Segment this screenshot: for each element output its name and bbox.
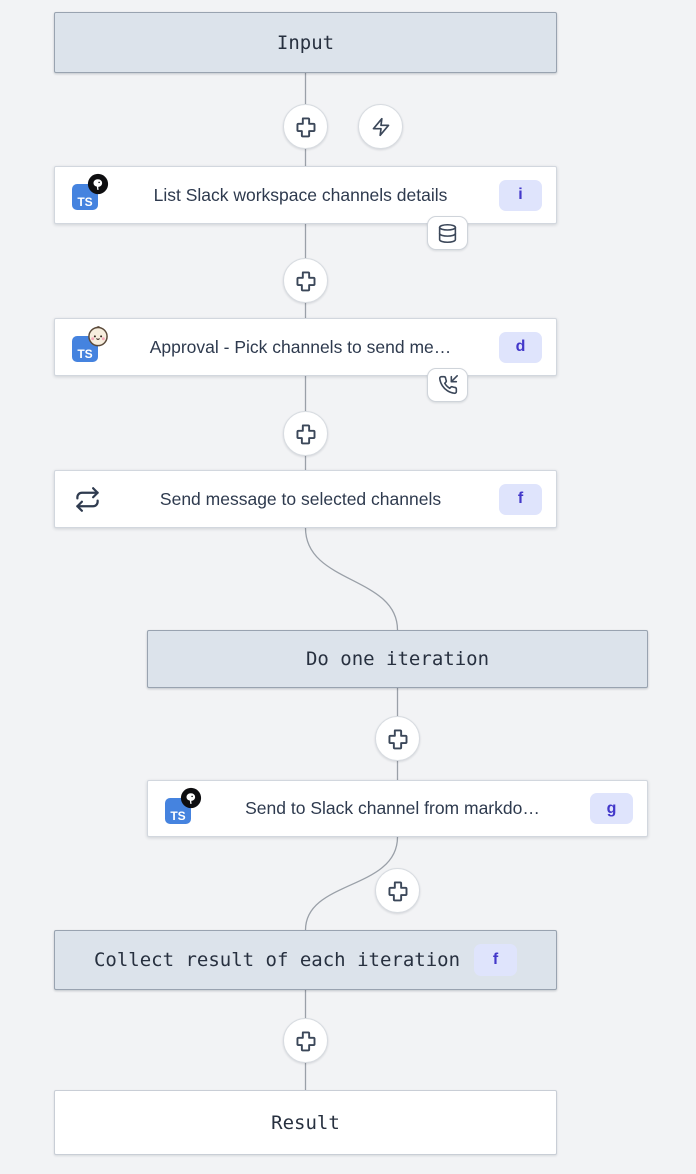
zap-icon (371, 117, 391, 137)
collect-result-box[interactable]: Collect result of each iteration f (54, 930, 557, 990)
repeat-icon (74, 486, 101, 513)
deno-runtime-icon (180, 787, 202, 809)
result-node[interactable]: Result (54, 1090, 557, 1155)
input-label: Input (276, 31, 335, 54)
suspend-approval-button[interactable] (427, 368, 468, 402)
step-id-badge: g (590, 793, 633, 824)
trigger-button[interactable] (358, 104, 403, 149)
plus-icon (386, 727, 409, 750)
collect-result-label: Collect result of each iteration (93, 949, 461, 971)
step-id-badge: f (499, 483, 542, 515)
phone-incoming-icon (438, 375, 458, 395)
step-node-send-to-slack-channel[interactable]: TS Send to Slack channel from markdo… g (147, 780, 648, 837)
step-label: Send message to selected channels (159, 488, 442, 509)
step-id-badge: f (474, 944, 518, 976)
bun-runtime-icon (87, 325, 109, 347)
database-button[interactable] (427, 216, 468, 250)
step-node-send-message-loop[interactable]: Send message to selected channels f (54, 470, 557, 528)
add-step-button[interactable] (375, 868, 420, 913)
step-node-approval-pick-channels[interactable]: TS Approval - Pick channels to send me… … (54, 318, 557, 376)
database-icon (437, 223, 458, 244)
step-label: List Slack workspace channels details (153, 184, 448, 205)
step-label: Approval - Pick channels to send me… (149, 336, 452, 357)
plus-icon (294, 1029, 317, 1052)
step-id-badge: d (499, 331, 542, 363)
add-step-button[interactable] (283, 411, 328, 456)
plus-icon (294, 269, 317, 292)
step-node-list-slack-channels[interactable]: TS List Slack workspace channels details… (54, 166, 557, 224)
plus-icon (386, 879, 409, 902)
step-label: Send to Slack channel from markdo… (245, 798, 540, 818)
step-id-badge: i (499, 179, 542, 211)
add-step-button[interactable] (283, 258, 328, 303)
plus-icon (294, 115, 317, 138)
add-step-button[interactable] (375, 716, 420, 761)
iteration-header-label: Do one iteration (305, 648, 490, 670)
result-label: Result (271, 1111, 340, 1134)
add-step-button[interactable] (283, 104, 328, 149)
deno-runtime-icon (87, 173, 109, 195)
add-step-button[interactable] (283, 1018, 328, 1063)
iteration-header-box[interactable]: Do one iteration (147, 630, 648, 688)
input-node[interactable]: Input (54, 12, 557, 73)
plus-icon (294, 422, 317, 445)
